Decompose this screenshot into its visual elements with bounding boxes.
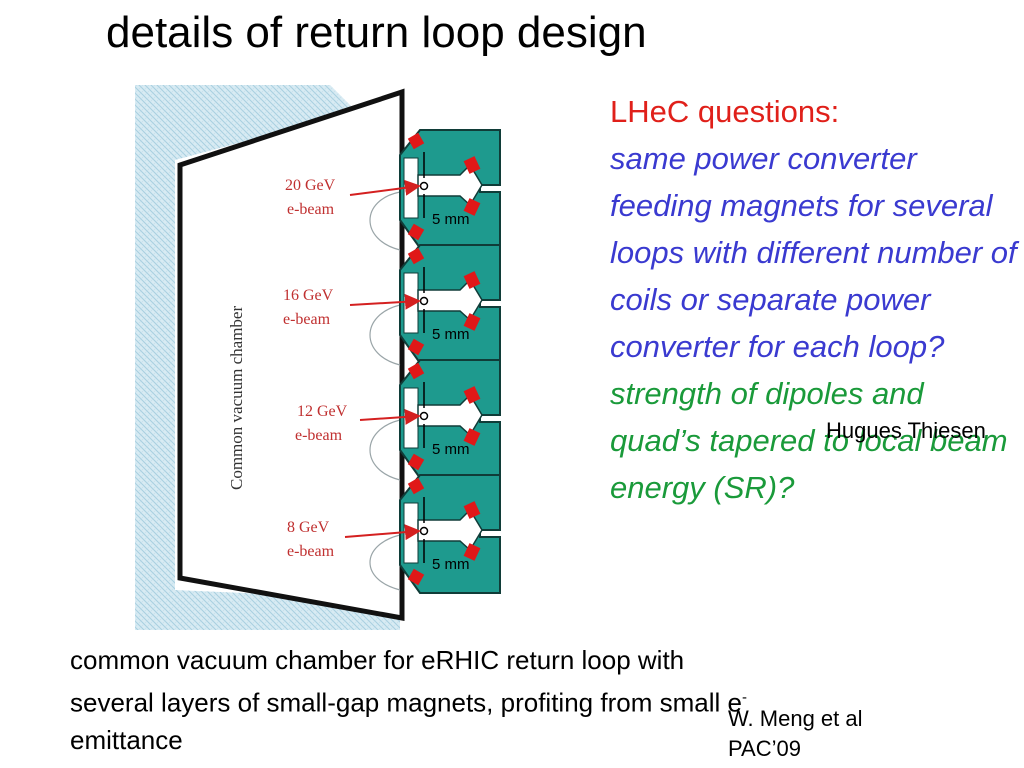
questions-heading: LHeC questions: [610, 94, 840, 129]
beam-energy-label: 8 GeV [287, 519, 330, 536]
reference-venue: PAC’09 [728, 736, 801, 761]
gap-label: 5 mm [432, 441, 470, 458]
return-lines [369, 191, 401, 591]
caption-superscript: - [741, 689, 747, 706]
caption-text-end: emittance [70, 724, 183, 755]
page-title: details of return loop design [106, 8, 647, 57]
magnet-module [399, 474, 501, 594]
question-tapered-strength: strength of dipoles and quad’s tapered t… [610, 376, 1008, 505]
chamber-label: Common vacuum chamber [227, 306, 246, 490]
vacuum-chamber-interior [177, 88, 405, 621]
beam-type-label: e-beam [283, 311, 331, 328]
question-power-converter: same power converter feeding magnets for… [610, 141, 1017, 364]
beam-type-label: e-beam [295, 427, 343, 444]
beam-type-label: e-beam [287, 543, 335, 560]
figure-caption: common vacuum chamber for eRHIC return l… [70, 642, 750, 759]
gap-label: 5 mm [432, 326, 470, 343]
lhec-questions: LHeC questions: same power converter fee… [610, 88, 1020, 511]
magnet-module [399, 244, 501, 364]
reference-authors: W. Meng et al [728, 706, 863, 731]
gap-label: 5 mm [432, 211, 470, 228]
beam-type-label: e-beam [287, 201, 335, 218]
beam-energy-label: 20 GeV [285, 177, 336, 194]
beam-pointer-arrows [344, 179, 421, 541]
author-credit: Hugues Thiesen [826, 418, 986, 443]
beam-energy-label: 12 GeV [297, 403, 348, 420]
reference: W. Meng et al PAC’09 [728, 704, 863, 764]
beam-energy-label: 16 GeV [283, 287, 334, 304]
gap-label: 5 mm [432, 556, 470, 573]
magnet-module [399, 129, 501, 249]
magnet-module [399, 359, 501, 479]
chamber-wall-hatching [135, 85, 400, 630]
caption-text: common vacuum chamber for eRHIC return l… [70, 645, 742, 718]
